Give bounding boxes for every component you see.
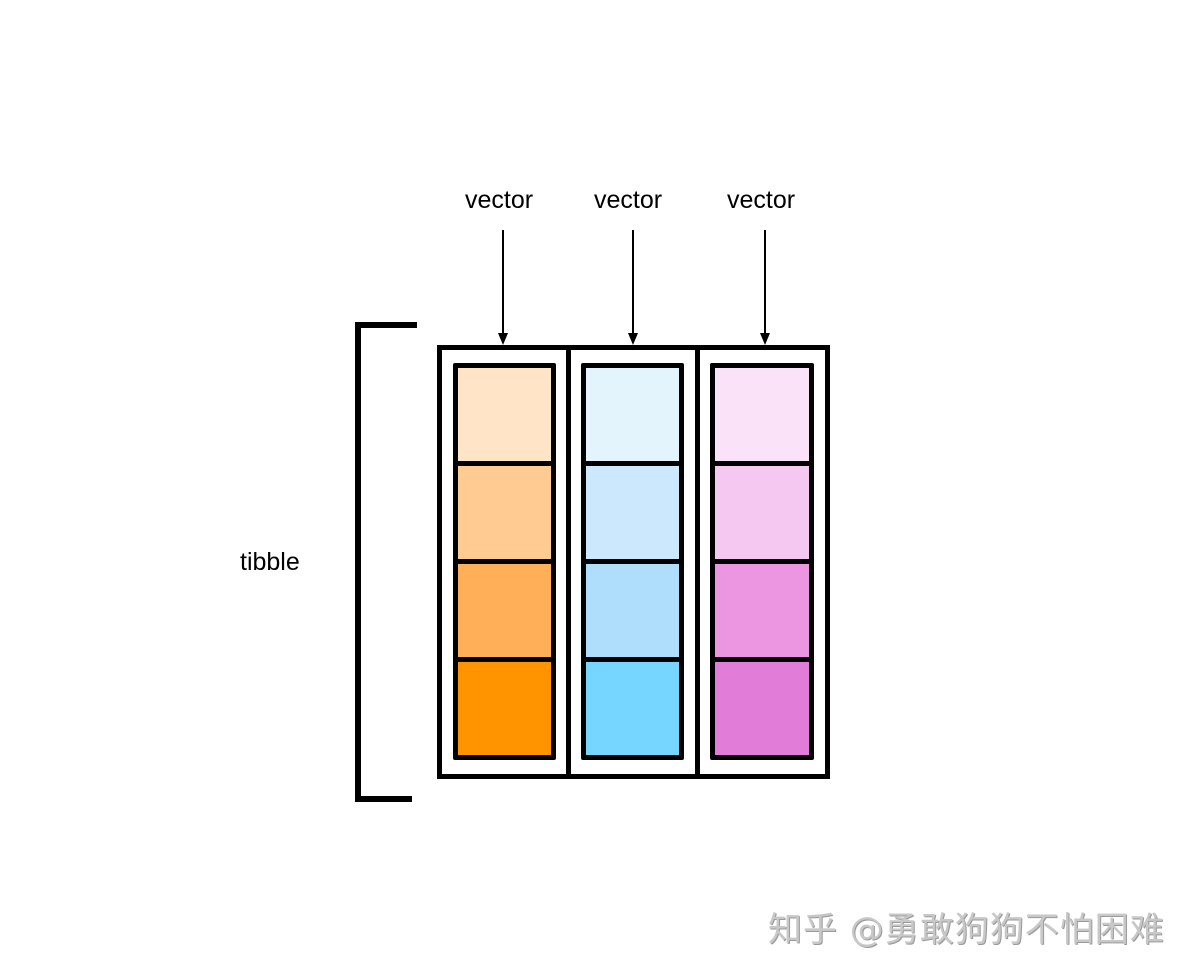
tibble-label: tibble — [240, 548, 300, 576]
column-label-2: vector — [594, 186, 663, 214]
vector-2-cell-4 — [586, 662, 679, 755]
vector-3-cell-2 — [715, 466, 809, 564]
vector-2 — [581, 363, 684, 760]
vector-2-cell-1 — [586, 368, 679, 466]
vector-1-cell-3 — [458, 564, 551, 662]
vector-1 — [453, 363, 556, 760]
vector-1-cell-1 — [458, 368, 551, 466]
vector-3-cell-3 — [715, 564, 809, 662]
vector-1-cell-4 — [458, 662, 551, 755]
vector-3 — [710, 363, 814, 760]
column-label-1: vector — [465, 186, 534, 214]
vector-1-cell-2 — [458, 466, 551, 564]
vector-3-cell-1 — [715, 368, 809, 466]
column-label-3: vector — [727, 186, 796, 214]
watermark: 知乎 @勇敢狗狗不怕困难 — [768, 910, 1165, 950]
vector-3-cell-4 — [715, 662, 809, 755]
vector-2-cell-3 — [586, 564, 679, 662]
vector-2-cell-2 — [586, 466, 679, 564]
